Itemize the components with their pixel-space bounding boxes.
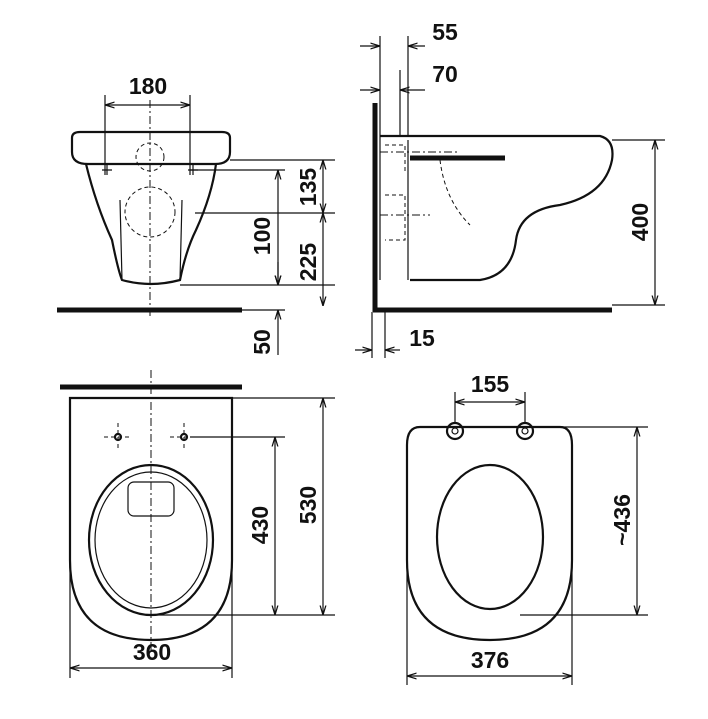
seat-view: 155 ~436 376 bbox=[405, 371, 648, 685]
side-view: 55 70 400 15 bbox=[355, 19, 665, 358]
dim-436: ~436 bbox=[609, 494, 635, 546]
dim-15: 15 bbox=[409, 325, 435, 351]
dim-55: 55 bbox=[432, 19, 458, 45]
dim-100: 100 bbox=[249, 217, 275, 255]
dim-180: 180 bbox=[129, 73, 167, 99]
dim-376: 376 bbox=[471, 647, 509, 673]
dim-225: 225 bbox=[295, 243, 321, 282]
front-view: 180 135 225 100 50 bbox=[57, 73, 335, 355]
dim-400: 400 bbox=[627, 203, 653, 241]
dim-430: 430 bbox=[247, 506, 273, 544]
top-view: 430 530 360 bbox=[60, 370, 335, 678]
dim-360: 360 bbox=[133, 639, 171, 665]
dim-135: 135 bbox=[295, 168, 321, 207]
dim-530: 530 bbox=[295, 486, 321, 524]
dim-70: 70 bbox=[432, 61, 458, 87]
dim-50: 50 bbox=[249, 329, 275, 355]
dim-155: 155 bbox=[471, 371, 510, 397]
